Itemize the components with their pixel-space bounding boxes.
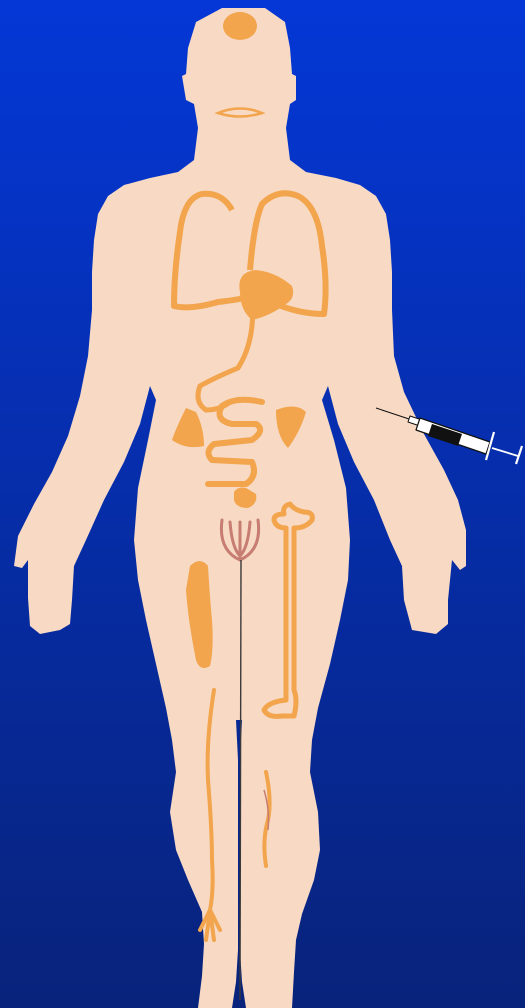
syringe-plunger — [492, 448, 518, 456]
brain — [223, 12, 257, 40]
mouth — [218, 109, 262, 117]
